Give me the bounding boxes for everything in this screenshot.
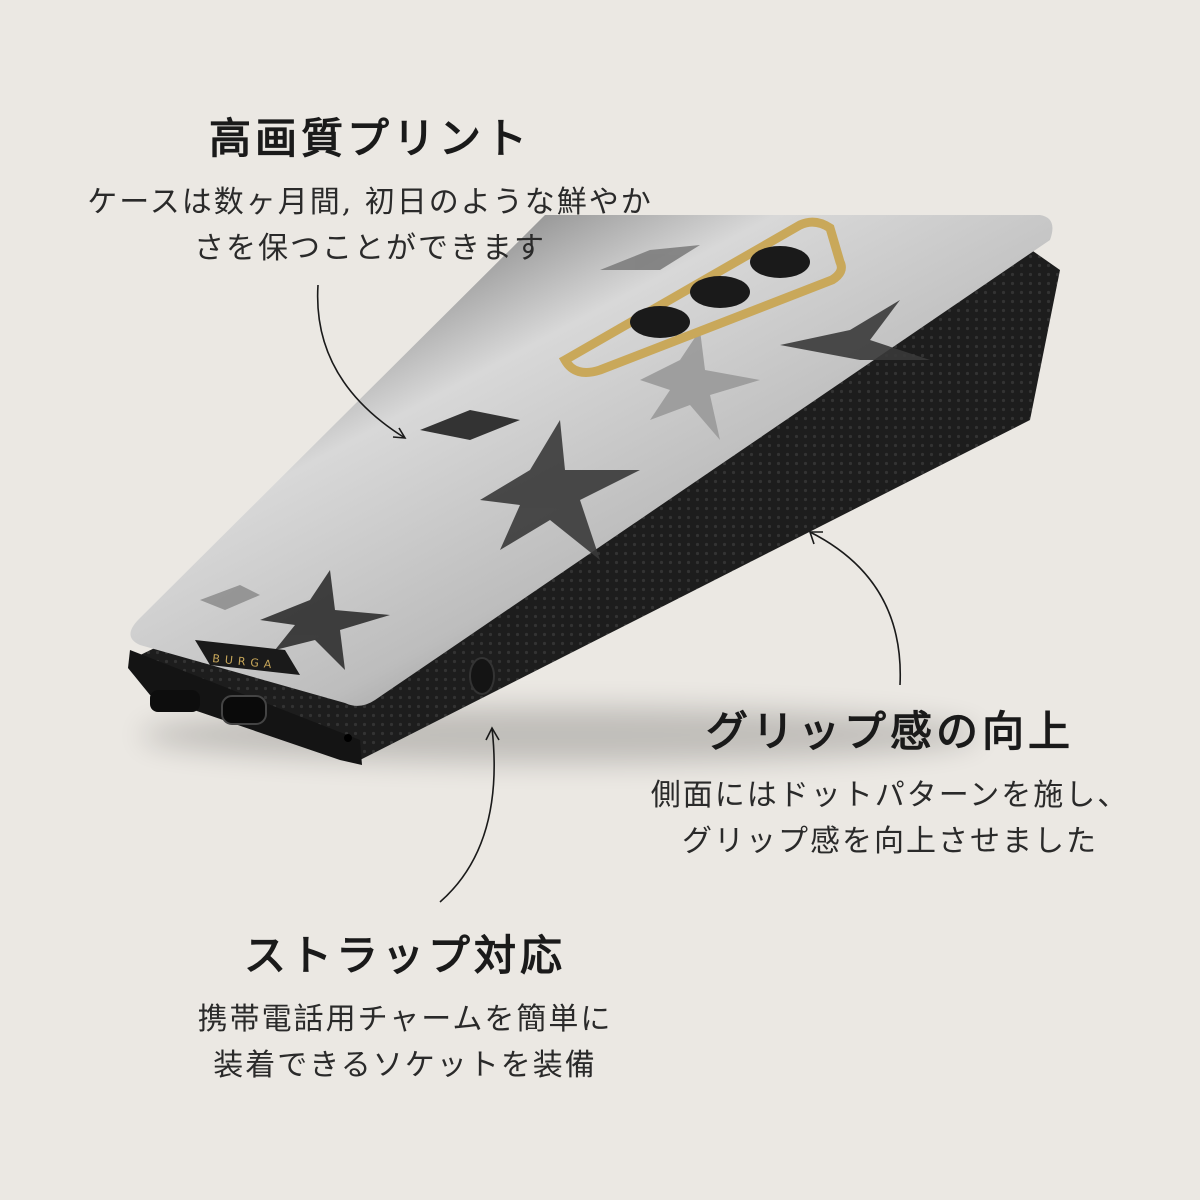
feature-print-line-1: ケースは数ヶ月間, 初日のような鮮やか [87, 185, 653, 220]
arrow-strap [439, 727, 495, 903]
feature-print: 高画質プリント ケースは数ヶ月間, 初日のような鮮やか さを保つことができます [30, 105, 710, 272]
callout-arrows [316, 284, 902, 903]
starfish-pattern [200, 245, 930, 670]
feature-grip-desc: 側面にはドットパターンを施し、 グリップ感を向上させました [600, 773, 1180, 865]
speaker-port [150, 690, 200, 712]
feature-grip-title: グリップ感の向上 [705, 707, 1074, 756]
feature-strap: ストラップ対応 携帯電話用チャームを簡単に 装着できるソケットを装備 [105, 922, 705, 1089]
camera-frame [558, 217, 846, 377]
strap-socket [469, 657, 495, 695]
arrow-grip [809, 531, 902, 686]
mic-hole [344, 734, 352, 742]
feature-print-line-2: さを保つことができます [194, 231, 546, 266]
feature-print-desc: ケースは数ヶ月間, 初日のような鮮やか さを保つことができます [30, 180, 710, 272]
feature-strap-line-1: 携帯電話用チャームを簡単に [197, 1002, 613, 1037]
logo-plate [195, 640, 300, 675]
feature-strap-title: ストラップ対応 [243, 931, 566, 980]
arrow-grip-head [808, 531, 823, 545]
feature-print-title: 高画質プリント [208, 114, 531, 163]
feature-strap-desc: 携帯電話用チャームを簡単に 装着できるソケットを装備 [105, 997, 705, 1089]
arrow-print [316, 284, 406, 439]
arrow-strap-head [485, 726, 500, 741]
feature-grip-line-1: 側面にはドットパターンを施し、 [650, 778, 1130, 813]
camera-lenses [630, 246, 810, 338]
charging-port [221, 695, 267, 725]
feature-grip: グリップ感の向上 側面にはドットパターンを施し、 グリップ感を向上させました [600, 698, 1180, 865]
feature-grip-line-2: グリップ感を向上させました [682, 824, 1098, 859]
arrow-print-head [392, 427, 407, 439]
feature-strap-line-2: 装着できるソケットを装備 [213, 1048, 597, 1083]
